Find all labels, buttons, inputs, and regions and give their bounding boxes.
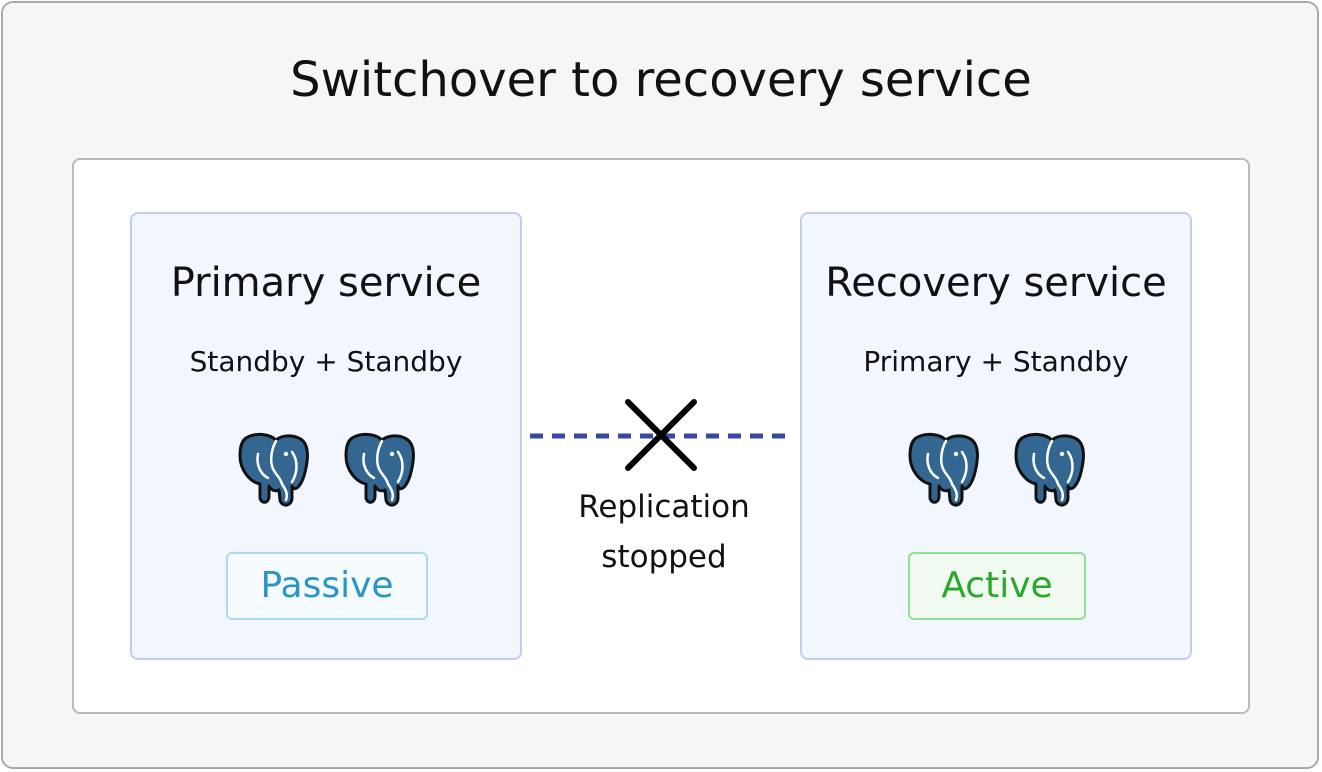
- postgresql-elephant-icon: [342, 432, 416, 508]
- replication-label-line2: stopped: [601, 539, 727, 575]
- primary-database-nodes: [132, 432, 520, 508]
- primary-service-box: Primary service Standby + Standby Passiv…: [130, 212, 522, 660]
- replication-label-line1: Replication: [578, 489, 750, 525]
- primary-service-title: Primary service: [170, 260, 482, 306]
- primary-service-roles: Standby + Standby: [189, 345, 463, 378]
- replication-status-label: Replication stopped: [534, 482, 794, 582]
- status-badge-active: Active: [908, 552, 1086, 620]
- recovery-service-title: Recovery service: [825, 260, 1167, 306]
- replication-link: [530, 399, 792, 471]
- cross-icon: [625, 399, 697, 471]
- recovery-database-nodes: [802, 432, 1190, 508]
- diagram-title: Switchover to recovery service: [290, 52, 1032, 108]
- recovery-service-box: Recovery service Primary + Standby Activ…: [800, 212, 1192, 660]
- postgresql-elephant-icon: [1012, 432, 1086, 508]
- postgresql-elephant-icon: [236, 432, 310, 508]
- recovery-service-roles: Primary + Standby: [863, 345, 1129, 378]
- postgresql-elephant-icon: [906, 432, 980, 508]
- status-badge-passive: Passive: [226, 552, 428, 620]
